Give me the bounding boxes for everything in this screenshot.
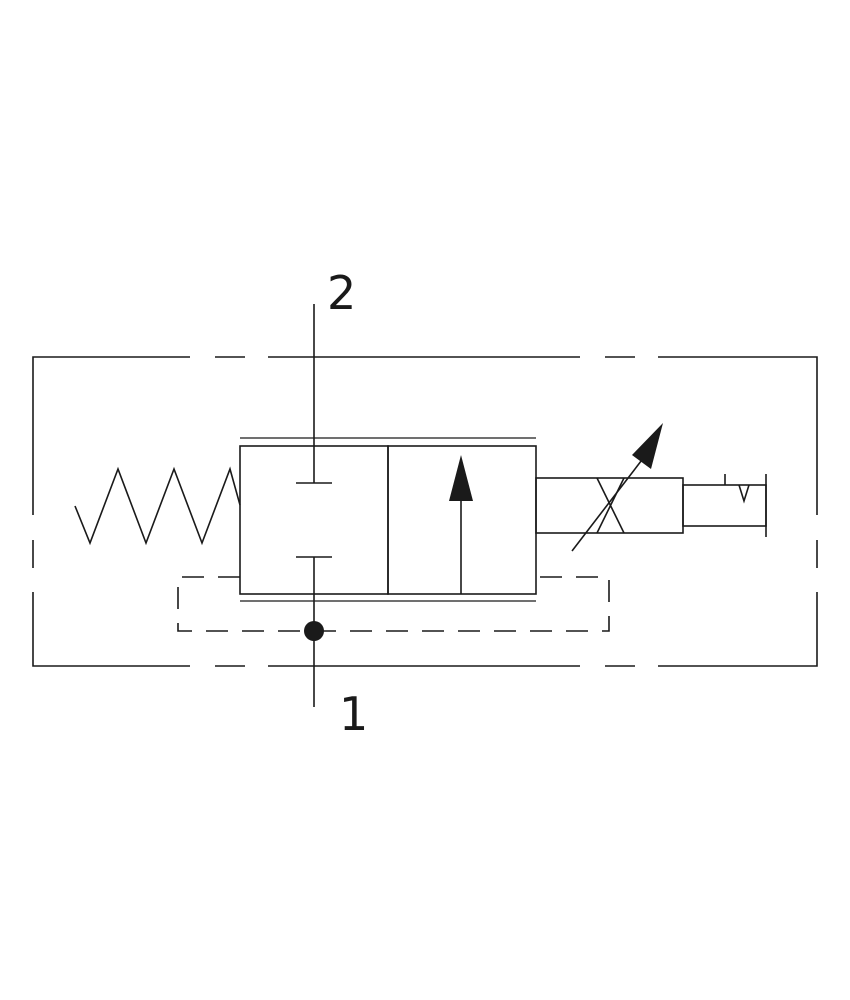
port-lines	[304, 304, 324, 707]
spring	[74, 466, 241, 546]
valve-body	[239, 437, 537, 602]
solenoid-actuator	[535, 423, 684, 552]
outer-enclosure	[32, 356, 818, 667]
flow-arrow-icon	[449, 455, 473, 594]
adjustable-arrow-icon	[632, 423, 663, 469]
port-label-lower: 1	[339, 687, 368, 741]
manual-override	[682, 474, 767, 537]
junction-dot	[304, 621, 324, 641]
port-label-upper: 2	[327, 266, 356, 320]
pilot-line	[177, 576, 610, 632]
blocked-ports	[296, 482, 332, 558]
